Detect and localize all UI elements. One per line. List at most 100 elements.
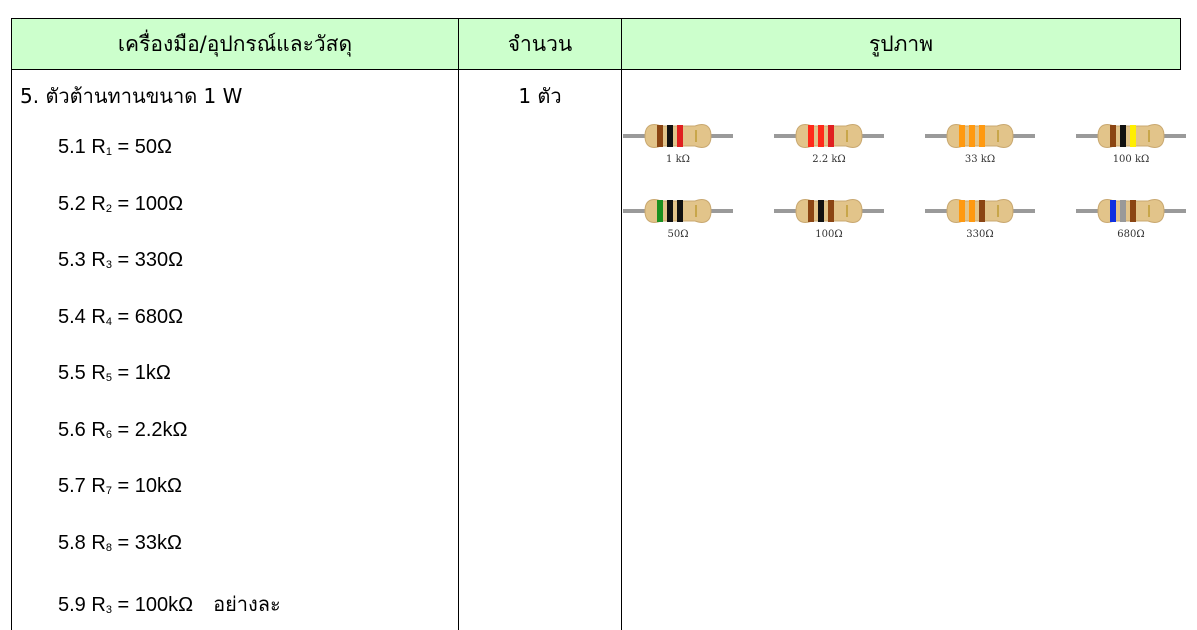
resistor-color-band [979,200,985,222]
sub-item-symbol: R [91,362,106,384]
resistor-color-band [979,125,985,147]
sub-item-symbol: R [91,531,106,554]
sub-item-number: 5.8 [58,531,92,554]
resistor-color-band [1120,200,1126,222]
sub-item-subscript: 8 [105,541,112,554]
resistor-label: 100Ω [815,229,843,240]
resistor-image: 100 kΩ [1076,118,1186,168]
resistor-icon [623,199,733,223]
sub-item-equals: = [111,418,135,441]
resistor-icon [925,199,1035,223]
resistor-tolerance-band [695,205,697,217]
sub-item-number: 5.7 [58,475,92,497]
sub-item-value: 100kΩ [134,594,194,616]
column-border-1 [458,69,459,630]
resistor-icon [1076,199,1186,223]
header-quantity: จำนวน [458,18,622,70]
resistor-image: 1 kΩ [623,118,733,168]
sub-item-5-4: 5.4 R4 = 680Ω [58,306,183,329]
sub-item-symbol: R [91,594,106,616]
sub-item-value: 10kΩ [134,475,182,497]
sub-item-subscript: 4 [105,315,112,328]
resistor-color-band [1120,125,1126,147]
sub-item-equals: = [111,249,135,271]
resistor-color-band [959,125,965,147]
resistor-label: 50Ω [667,229,689,240]
resistor-color-band [1130,200,1136,222]
sub-item-value: 100Ω [134,192,184,215]
equipment-table: เครื่องมือ/อุปกรณ์และวัสดุ จำนวน รูปภาพ … [11,18,1186,630]
sub-item-number: 5.3 [58,249,92,271]
resistor-color-band [657,200,663,222]
sub-item-subscript: 1 [105,146,112,158]
sub-item-5-7: 5.7 R7 = 10kΩ [58,475,182,498]
resistor-icon [774,199,884,223]
sub-item-subscript: 7 [105,485,112,497]
resistor-image: 33 kΩ [925,118,1035,168]
resistor-image: 50Ω [623,193,733,243]
resistor-label: 1 kΩ [666,154,690,165]
sub-item-subscript: 5 [105,372,112,384]
sub-item-number: 5.5 [58,362,92,384]
item-title: 5. ตัวต้านทานขนาด 1 W [20,84,243,108]
sub-item-number: 5.4 [58,305,92,328]
sub-item-equals: = [111,362,135,384]
resistor-tolerance-band [846,205,848,217]
resistor-tolerance-band [1148,205,1150,217]
sub-item-number: 5.1 [58,136,92,158]
sub-item-equals: = [111,192,135,215]
resistor-color-band [677,200,683,222]
resistor-color-band [1130,125,1136,147]
resistor-color-band [828,200,834,222]
sub-item-symbol: R [91,249,106,271]
resistor-color-band [667,125,673,147]
resistor-image: 330Ω [925,193,1035,243]
resistor-color-band [969,125,975,147]
resistor-color-band [818,200,824,222]
quantity-value: 1 ตัว [518,84,562,108]
resistor-color-band [808,200,814,222]
header-picture-label: รูปภาพ [868,31,934,56]
sub-item-equals: = [111,475,135,497]
resistor-color-band [959,200,965,222]
sub-item-subscript: 2 [105,202,112,215]
column-border-2 [621,69,622,630]
resistor-icon [623,124,733,148]
resistor-image: 100Ω [774,193,884,243]
resistor-color-band [657,125,663,147]
resistor-label: 33 kΩ [964,154,996,165]
sub-item-symbol: R [91,475,106,497]
resistor-color-band [1110,125,1116,147]
resistor-tolerance-band [997,130,999,142]
sub-item-equals: = [111,305,135,328]
sub-item-5-6: 5.6 R6 = 2.2kΩ [58,419,188,442]
resistor-label: 100 kΩ [1112,154,1150,165]
resistor-tolerance-band [846,130,848,142]
sub-item-value: 1kΩ [134,362,171,384]
sub-item-5-3: 5.3 R3 = 330Ω [58,249,183,272]
sub-item-5-1: 5.1 R1 = 50Ω [58,136,172,159]
sub-item-subscript: 3 [105,604,112,616]
resistor-color-band [808,125,814,147]
resistor-tolerance-band [1148,130,1150,142]
sub-item-subscript: 3 [105,259,112,271]
resistor-icon [1076,124,1186,148]
sub-item-equals: = [111,136,135,158]
resistor-color-band [818,125,824,147]
sub-item-symbol: R [91,192,106,215]
sub-item-value: 50Ω [134,136,172,158]
resistor-color-band [1110,200,1116,222]
sub-item-subscript: 6 [105,428,112,441]
sub-item-5-5: 5.5 R5 = 1kΩ [58,362,171,385]
resistor-icon [774,124,884,148]
sub-item-value: 2.2kΩ [134,418,188,441]
sub-item-value: 680Ω [134,305,184,328]
sub-item-suffix: อย่างละ [213,592,281,616]
resistor-label: 330Ω [966,229,994,240]
header-tools-label: เครื่องมือ/อุปกรณ์และวัสดุ [117,31,353,56]
header-picture: รูปภาพ [621,18,1181,70]
sub-item-number: 5.6 [58,418,92,441]
sub-item-symbol: R [91,305,106,328]
resistor-label: 680Ω [1117,229,1145,240]
sub-item-5-2: 5.2 R2 = 100Ω [58,193,183,216]
